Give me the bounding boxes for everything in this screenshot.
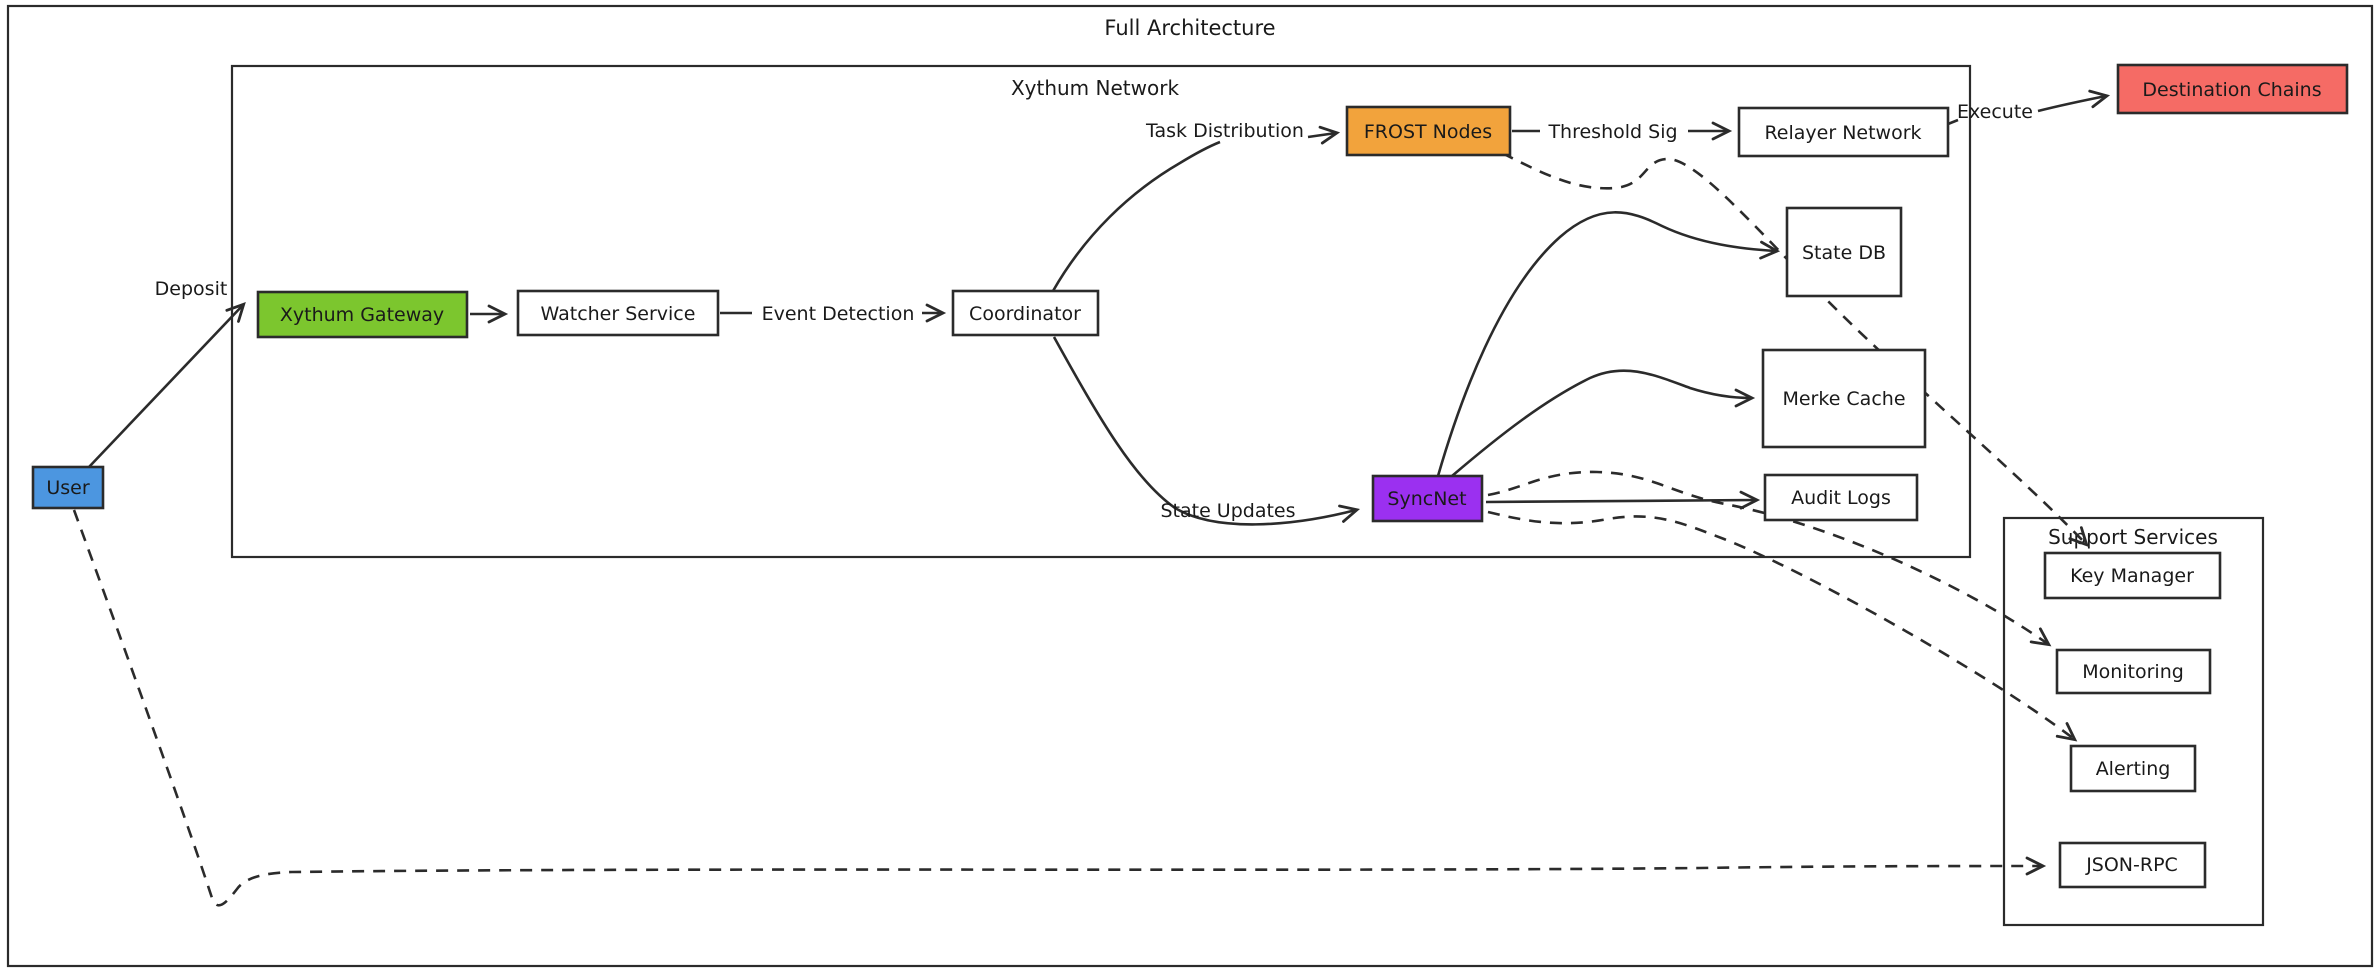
- edge-label-task-distribution: Task Distribution: [1145, 120, 1304, 142]
- node-user: User: [31, 465, 105, 510]
- edge-syncnet-merke: [1451, 369, 1756, 477]
- edge-label-event-detection: Event Detection: [762, 303, 915, 325]
- node-relayer-network: Relayer Network: [1737, 106, 1950, 158]
- node-merke-cache-label: Merke Cache: [1782, 388, 1905, 410]
- node-key-manager: Key Manager: [2043, 551, 2222, 600]
- node-coordinator-box: [951, 289, 1100, 337]
- edge-user-gateway: [88, 302, 246, 468]
- node-frost-nodes-label: FROST Nodes: [1364, 121, 1492, 143]
- node-destination-chains-box: [2116, 63, 2349, 115]
- edge-label-deposit: Deposit: [155, 278, 228, 300]
- node-watcher-service: Watcher Service: [516, 289, 720, 337]
- node-audit-logs-box: [1763, 473, 1919, 522]
- edge-label-state-updates: State Updates: [1160, 500, 1295, 522]
- node-destination-chains-label: Destination Chains: [2142, 79, 2321, 101]
- node-syncnet: SyncNet: [1371, 474, 1484, 523]
- node-alerting-box: [2069, 744, 2197, 793]
- support-services-label: Support Services: [2048, 525, 2218, 549]
- node-json-rpc: JSON-RPC: [2058, 841, 2207, 889]
- node-destination-chains: Destination Chains: [2116, 63, 2349, 115]
- edge-syncnet-monitoring: [1487, 470, 2052, 647]
- node-audit-logs-label: Audit Logs: [1791, 487, 1891, 509]
- node-audit-logs: Audit Logs: [1763, 473, 1919, 522]
- node-frost-nodes-box: [1345, 105, 1512, 157]
- node-monitoring-box: [2055, 648, 2212, 695]
- edge-syncnet-alerting: [1487, 510, 2078, 742]
- support-services-container: [2002, 516, 2265, 927]
- edge-coordinator-frost-arrow: [1307, 125, 1341, 145]
- edge-label-execute: Execute: [1957, 101, 2033, 123]
- node-syncnet-box: [1371, 474, 1484, 523]
- edge-label-threshold-sig: Threshold Sig: [1547, 121, 1677, 143]
- page-border: [6, 4, 2374, 968]
- node-coordinator-label: Coordinator: [969, 303, 1081, 325]
- diagram-title: Full Architecture: [1104, 16, 1275, 40]
- node-state-db-label: State DB: [1802, 242, 1886, 264]
- node-json-rpc-label: JSON-RPC: [2085, 854, 2178, 876]
- node-frost-nodes: FROST Nodes: [1345, 105, 1512, 157]
- node-xythum-gateway: Xythum Gateway: [256, 290, 469, 339]
- node-watcher-service-label: Watcher Service: [541, 303, 696, 325]
- edge-syncnet-statedb: [1436, 211, 1781, 477]
- node-monitoring: Monitoring: [2055, 648, 2212, 695]
- edge-relayer-destination-arrow: [2037, 89, 2111, 113]
- node-monitoring-label: Monitoring: [2082, 661, 2184, 683]
- node-coordinator: Coordinator: [951, 289, 1100, 337]
- node-relayer-network-box: [1737, 106, 1950, 158]
- edge-coordinator-syncnet: [1052, 336, 1361, 526]
- node-merke-cache: Merke Cache: [1761, 348, 1927, 449]
- node-user-label: User: [46, 477, 89, 499]
- node-syncnet-label: SyncNet: [1387, 488, 1466, 510]
- node-key-manager-label: Key Manager: [2070, 565, 2194, 587]
- node-key-manager-box: [2043, 551, 2222, 600]
- edge-coordinator-frost-line: [1051, 140, 1221, 292]
- edge-frost-keymanager: [1501, 151, 2089, 547]
- node-xythum-gateway-label: Xythum Gateway: [280, 304, 444, 326]
- node-alerting: Alerting: [2069, 744, 2197, 793]
- edge-syncnet-audit: [1485, 490, 1761, 510]
- node-user-box: [31, 465, 105, 510]
- node-state-db-box: [1785, 206, 1903, 298]
- node-xythum-gateway-box: [256, 290, 469, 339]
- edge-user-jsonrpc: [72, 509, 2047, 907]
- node-relayer-network-label: Relayer Network: [1764, 122, 1921, 144]
- node-merke-cache-box: [1761, 348, 1927, 449]
- node-alerting-label: Alerting: [2096, 758, 2171, 780]
- edge-relayer-destination-line: [1947, 118, 1959, 126]
- xythum-network-label: Xythum Network: [1011, 76, 1179, 100]
- node-state-db: State DB: [1785, 206, 1903, 298]
- node-json-rpc-box: [2058, 841, 2207, 889]
- node-watcher-service-box: [516, 289, 720, 337]
